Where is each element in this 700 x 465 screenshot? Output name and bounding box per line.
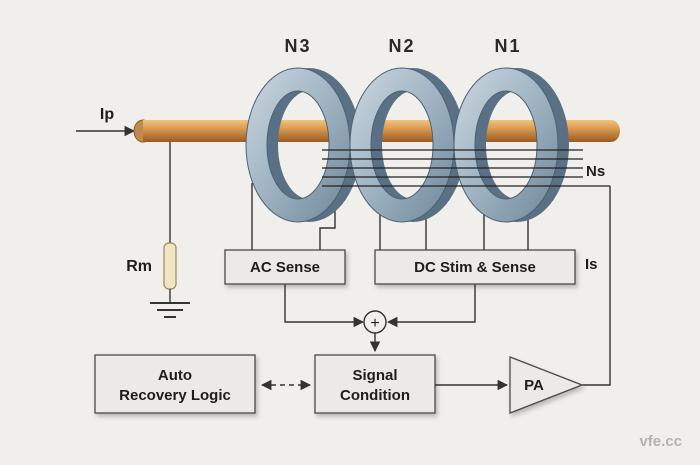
- rm-branch: [150, 142, 190, 318]
- rm-resistor: [163, 242, 177, 290]
- label-is: Is: [585, 256, 598, 273]
- secondary-winding-lines: [322, 149, 610, 187]
- watermark-text: vfe.cc: [639, 433, 682, 450]
- dc-stim-sense-label: DC Stim & Sense: [414, 259, 536, 276]
- pa-label: PA: [524, 377, 544, 394]
- label-rm: Rm: [126, 258, 152, 275]
- feedback-wire: [582, 186, 611, 386]
- dc-stim-sense-block: DC Stim & Sense: [374, 249, 576, 285]
- signal-condition-label-line2: Condition: [340, 387, 410, 404]
- ground-symbol: [150, 302, 190, 318]
- pa-amplifier: PA: [509, 356, 584, 414]
- ac-sense-block: AC Sense: [224, 249, 346, 285]
- summing-junction: +: [363, 310, 387, 334]
- auto-recovery-label-line1: Auto: [158, 367, 192, 384]
- signal-condition-block: Signal Condition: [314, 354, 436, 414]
- auto-recovery-logic-block: Auto Recovery Logic: [94, 354, 256, 414]
- label-n1: N1: [494, 36, 521, 56]
- signal-condition-label-line1: Signal: [352, 367, 397, 384]
- label-ns: Ns: [586, 163, 605, 180]
- label-n2: N2: [388, 36, 415, 56]
- sum-connectors: [284, 284, 476, 353]
- summing-junction-symbol: +: [370, 315, 379, 332]
- label-ip: Ip: [100, 106, 114, 123]
- ac-sense-label: AC Sense: [250, 259, 320, 276]
- label-n3: N3: [284, 36, 311, 56]
- auto-recovery-label-line2: Recovery Logic: [119, 387, 231, 404]
